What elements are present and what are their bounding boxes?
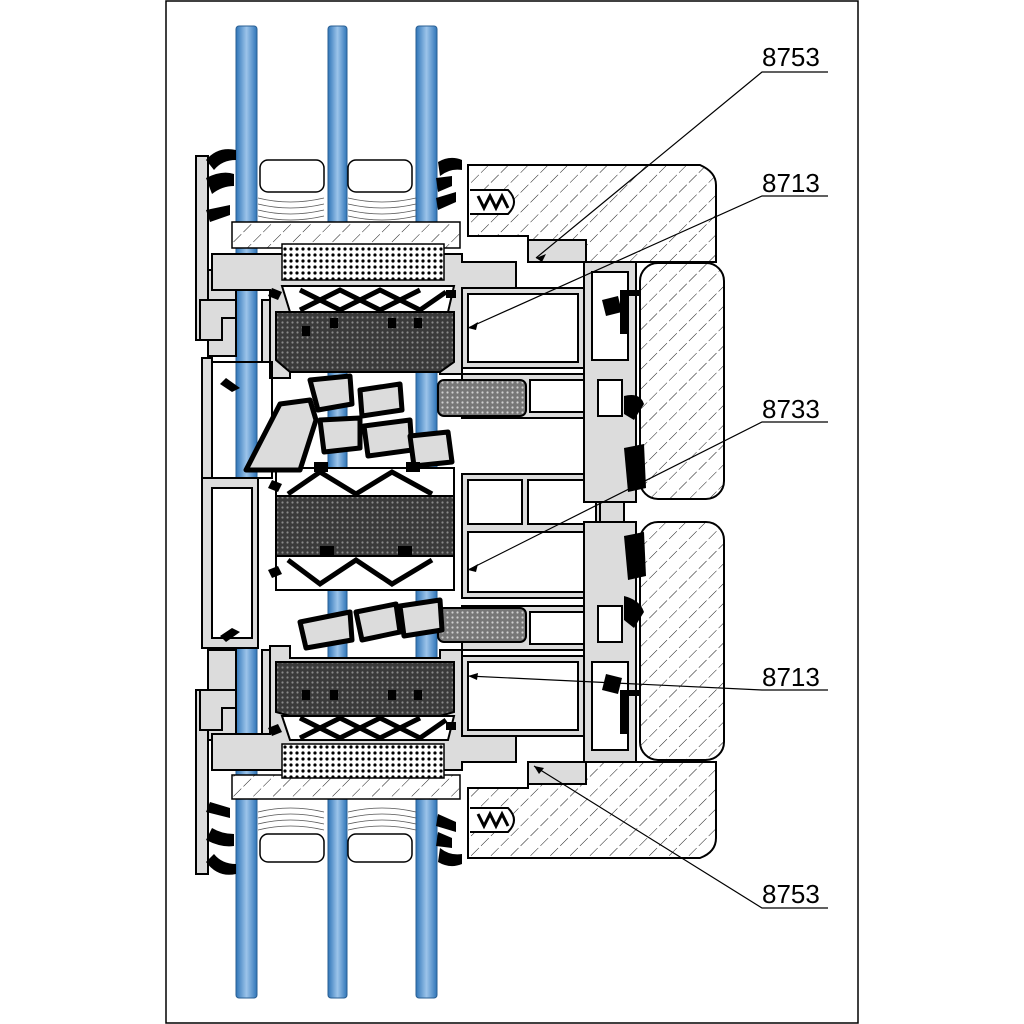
gaskets	[206, 149, 462, 875]
label-part-1: 8753	[762, 42, 820, 72]
label-part-4: 8713	[762, 662, 820, 692]
label-part-5: 8753	[762, 879, 820, 909]
leader-8733	[467, 421, 828, 571]
label-part-2: 8713	[762, 168, 820, 198]
label-part-3: 8733	[762, 394, 820, 424]
right-gaskets	[602, 290, 646, 734]
leader-lines	[467, 71, 828, 909]
insulation-cores	[275, 243, 527, 779]
leader-arrows	[468, 254, 546, 774]
leader-8753-bottom	[533, 765, 828, 909]
seal-feet	[268, 288, 456, 736]
leader-8713-top	[467, 195, 828, 329]
timber-mid-lower	[639, 521, 725, 761]
middle-seals	[243, 373, 455, 651]
leader-8753-top	[535, 71, 828, 259]
bottom-spacers	[231, 774, 461, 863]
part-labels: 8753 8713 8733 8713 8753	[762, 42, 820, 909]
leader-8713-bottom	[467, 675, 828, 691]
timber-mid-upper	[639, 262, 725, 500]
drawing-border	[165, 0, 859, 1024]
